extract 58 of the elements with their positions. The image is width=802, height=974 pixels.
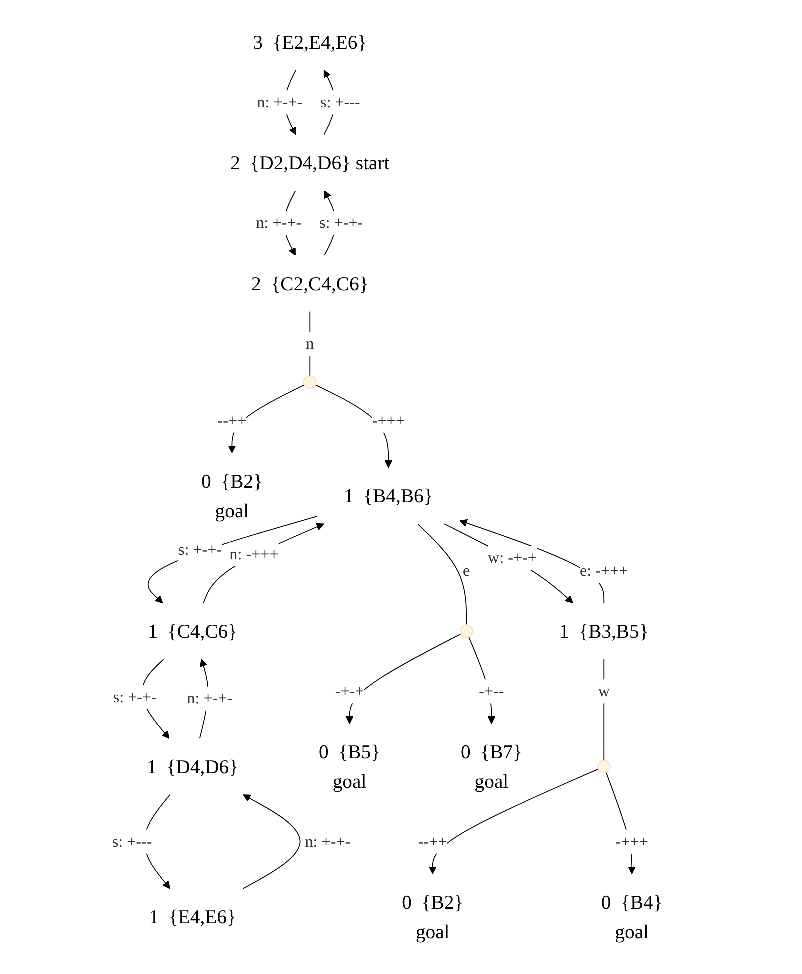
- edge-label: s: +-+-: [113, 688, 157, 706]
- edge-label: --++: [418, 832, 448, 850]
- node-text: {E4,E6}: [168, 906, 236, 928]
- arrow: [243, 794, 301, 890]
- node-text: {D2,D4,D6} start: [250, 152, 390, 174]
- arrow: [460, 519, 605, 604]
- node-label: 0: [319, 740, 329, 764]
- node-label: 2: [230, 152, 240, 174]
- node-label: 3: [253, 31, 264, 54]
- node-text: {B4,B6}: [364, 484, 434, 508]
- edge-label: s: +-+-: [178, 540, 222, 559]
- node-label: 1: [147, 756, 157, 778]
- edge-label: -+-+: [335, 682, 364, 700]
- edge-label: w: [598, 682, 610, 700]
- edge-label: n: +-+-: [257, 93, 303, 112]
- node-label: 0: [201, 470, 212, 492]
- edge-label: s: +---: [112, 832, 152, 850]
- edge-label: e: -+++: [580, 562, 628, 580]
- edge-label: n: [306, 334, 314, 352]
- edge-label: w: -+-+: [488, 548, 537, 567]
- edge-label: -+--: [479, 682, 504, 700]
- node-text: {D4,D6}: [166, 756, 239, 778]
- node-label: 2: [252, 272, 262, 295]
- node-text: {E2,E4,E6}: [272, 31, 368, 54]
- node-label: 0: [402, 891, 412, 914]
- edge-label: e: [462, 562, 470, 580]
- edge-label: n: +-+-: [256, 214, 302, 232]
- edge-label: -+++: [372, 411, 405, 430]
- node-label: 1: [149, 906, 160, 928]
- node-label: 1: [344, 484, 354, 508]
- arrow: [148, 516, 318, 604]
- node-label: 1: [559, 620, 570, 643]
- node-text: {B5} goal: [332, 740, 381, 793]
- edge-label: n: +-+-: [187, 689, 233, 708]
- node-text: {C4,C6}: [168, 620, 238, 643]
- node-circle: [460, 624, 474, 638]
- edge-label: --++: [218, 411, 247, 430]
- node-label: 0: [460, 740, 471, 764]
- edge-label: s: +-+-: [320, 214, 364, 232]
- edge-label: n: +-+-: [305, 832, 351, 850]
- edge-label: s: +---: [320, 93, 360, 112]
- arrow: [203, 523, 324, 604]
- edge-label: -+++: [616, 832, 648, 850]
- node-text: {B2} goal: [215, 470, 263, 522]
- node-text: {C2,C4,C6}: [271, 272, 369, 295]
- node-text: {B3,B5}: [579, 620, 649, 643]
- arrow: [346, 634, 462, 724]
- arrow: [428, 768, 599, 874]
- arrow: [444, 524, 574, 604]
- node-circle: [597, 760, 611, 774]
- node-circle: [303, 376, 317, 390]
- edge-label: n: -+++: [230, 545, 279, 563]
- node-text: {B4} goal: [615, 891, 663, 943]
- node-text: {B2} goal: [416, 891, 464, 943]
- connector: [417, 524, 468, 626]
- node-label: 0: [601, 891, 612, 914]
- node-text: {B7} goal: [474, 740, 522, 793]
- node-label: 1: [148, 620, 158, 643]
